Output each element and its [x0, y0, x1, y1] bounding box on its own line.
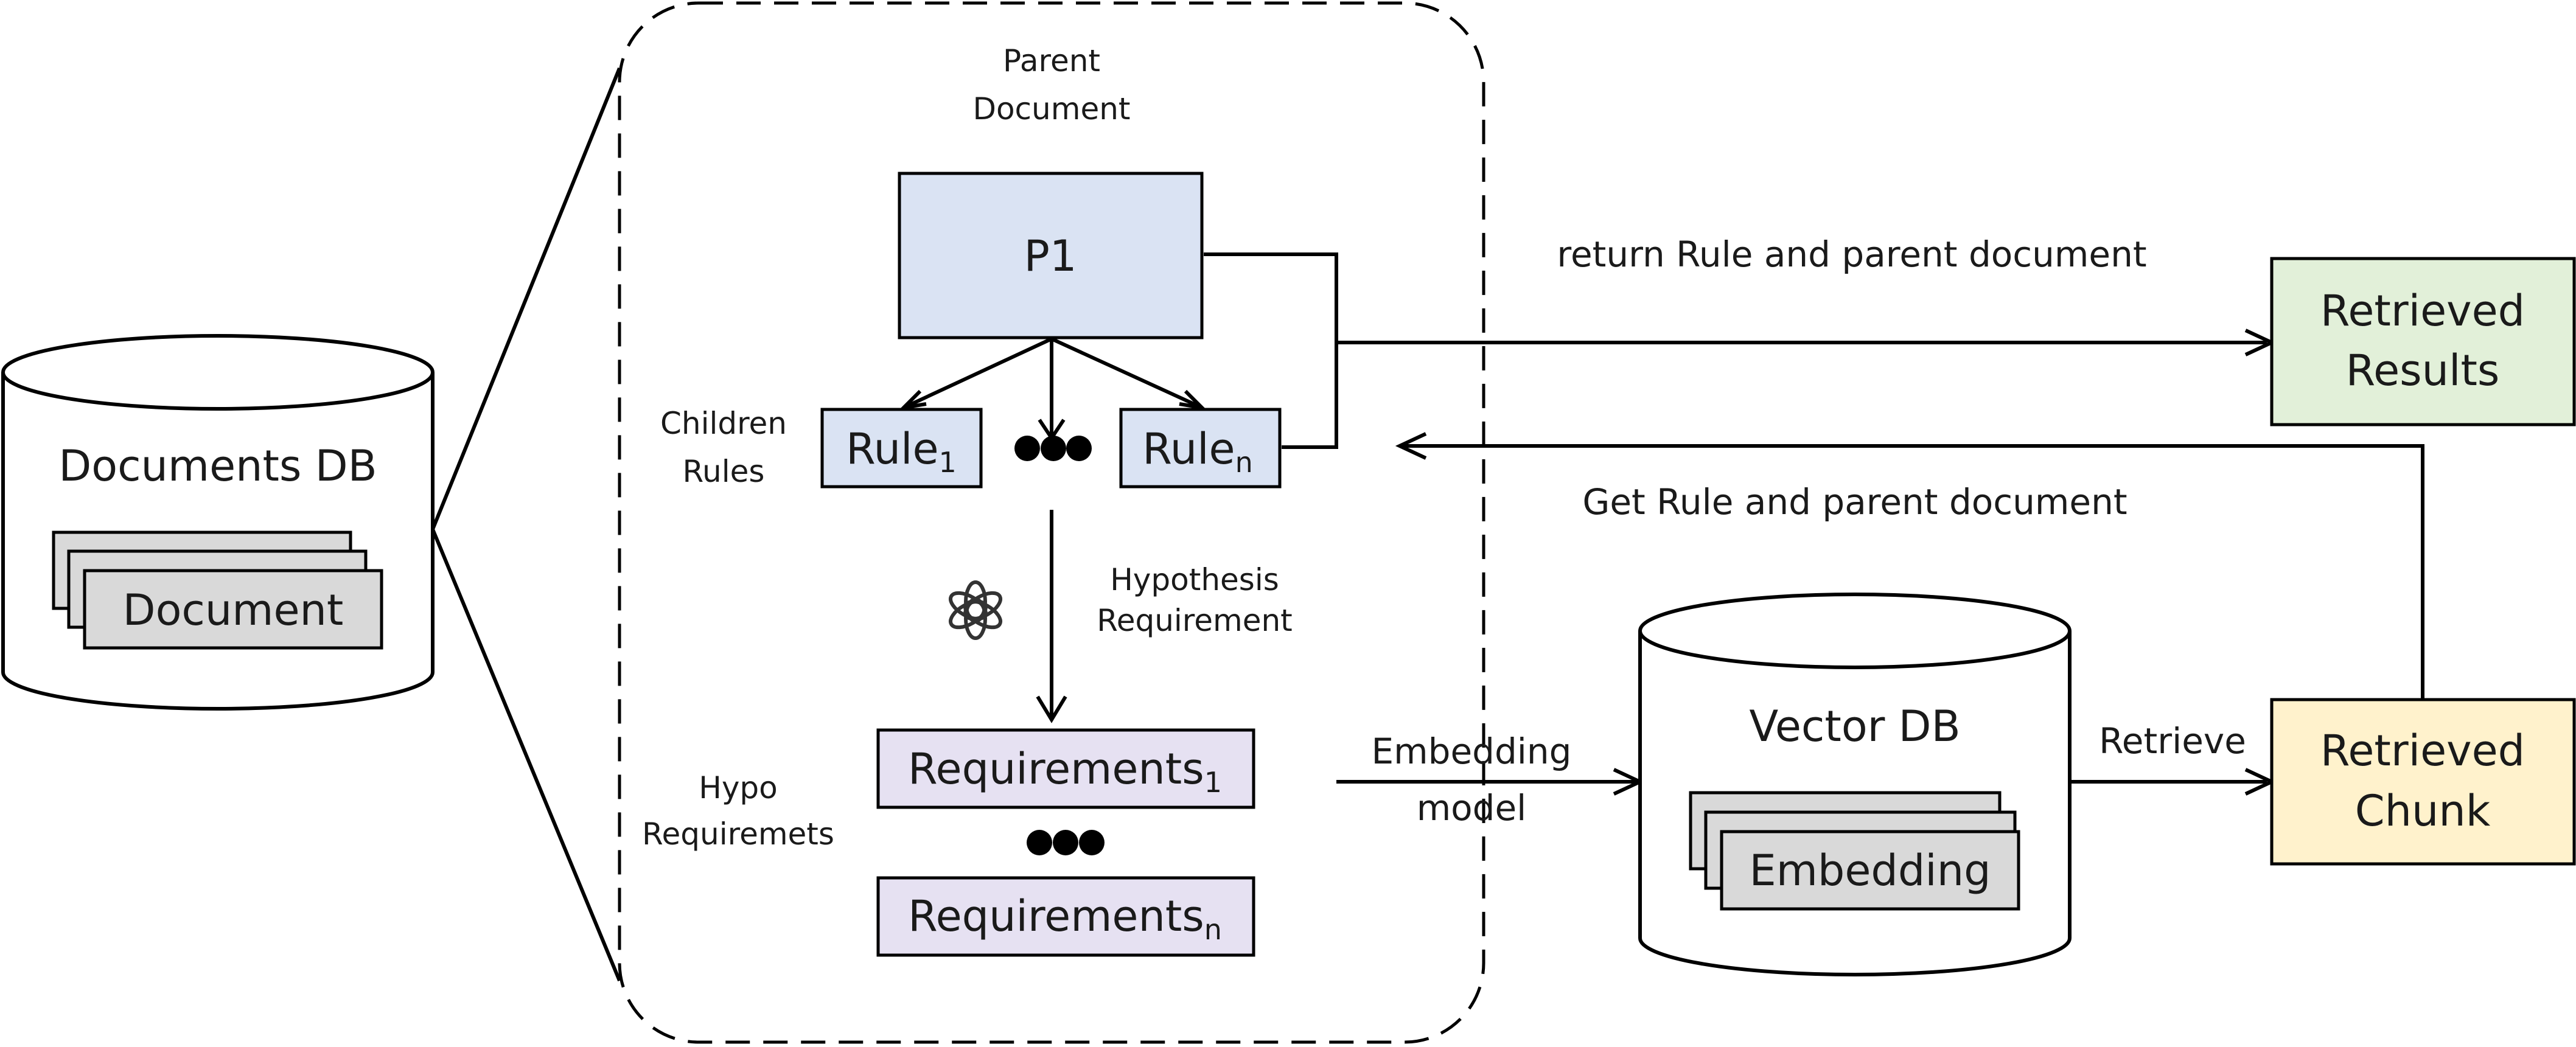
return-label: return Rule and parent document — [1557, 234, 2146, 275]
retrieve-label: Retrieve — [2099, 720, 2246, 762]
parent-document-region — [618, 1, 1485, 1044]
embedding-model-label-1: Embedding — [1372, 731, 1572, 772]
parent-document-label-2: Document — [972, 91, 1130, 127]
rule-first-label: Rule1 — [846, 424, 957, 479]
retrieved-chunk-line-2: Chunk — [2355, 786, 2491, 836]
retrieved-results-box — [2270, 257, 2576, 426]
openai-logo-icon — [949, 580, 1002, 640]
embedding-card-front — [1720, 830, 2020, 911]
p1-rule-connector — [1204, 252, 1338, 449]
hypothesis-label-2: Requirement — [1097, 603, 1293, 638]
requirement-first-box — [876, 728, 1255, 809]
retrieved-chunk-line-1: Retrieved — [2320, 726, 2525, 776]
retrieved-results-line-1: Retrieved — [2320, 286, 2525, 336]
zoom-line-top — [431, 67, 621, 530]
rule-first-box — [820, 408, 983, 489]
p1-box — [898, 172, 1204, 339]
document-card-front — [83, 569, 383, 650]
documents-db-top — [1, 334, 435, 411]
retrieved-chunk-box — [2270, 698, 2576, 866]
hypo-requirements-label-1: Hypo — [699, 770, 778, 805]
rules-ellipsis — [1014, 436, 1092, 461]
vector-db: Vector DB Embedding — [1638, 593, 2072, 976]
documents-db: Documents DB Document — [1, 334, 435, 711]
requirement-last-label: Requirementsn — [908, 891, 1222, 946]
hypo-requirements-label-2: Requiremets — [642, 816, 834, 852]
children-rules-label-1: Children — [660, 406, 787, 441]
zoom-line-bottom — [431, 528, 621, 982]
children-rules-label-2: Rules — [683, 454, 765, 489]
vector-db-title: Vector DB — [1749, 701, 1960, 751]
requirement-first-label: Requirements1 — [908, 744, 1222, 799]
embedding-model-label-2: model — [1417, 787, 1527, 829]
hypothesis-label-1: Hypothesis — [1110, 562, 1279, 597]
rule-last-box — [1119, 408, 1282, 489]
vector-db-top — [1638, 593, 2072, 669]
document-card-label: Document — [123, 585, 344, 635]
hypothesis-arrowhead — [1036, 695, 1067, 723]
get-arrow — [1403, 444, 2424, 700]
get-arrowhead — [1395, 432, 1427, 460]
retrieved-results-line-2: Results — [2346, 346, 2500, 395]
rule-last-label: Rulen — [1142, 424, 1253, 479]
documents-db-title: Documents DB — [58, 441, 377, 491]
parent-document-label-1: Parent — [1003, 43, 1100, 78]
embedding-card-label: Embedding — [1749, 846, 1991, 896]
get-label: Get Rule and parent document — [1582, 481, 2127, 523]
p1-label: P1 — [1024, 231, 1077, 281]
requirements-ellipsis — [1027, 830, 1105, 855]
requirement-last-box — [876, 876, 1255, 957]
